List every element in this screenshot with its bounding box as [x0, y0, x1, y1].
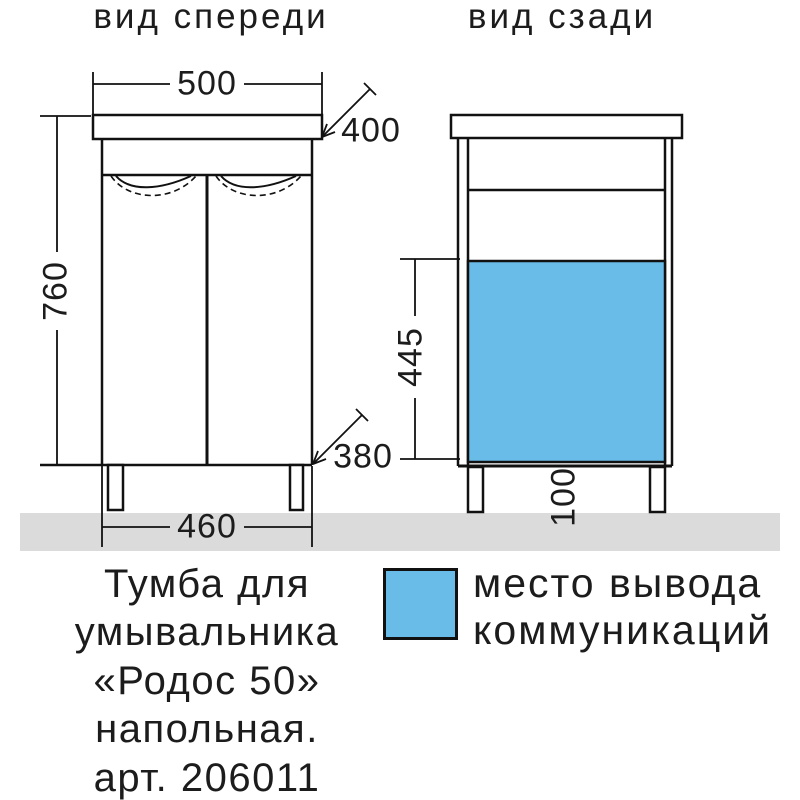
front-countertop: [91, 113, 324, 141]
dimension-bottom-depth-label: 380: [333, 437, 393, 476]
back-view-heading: вид сзади: [467, 0, 657, 36]
dimension-height-label: 760: [36, 261, 75, 321]
dimension-top-width-label: 500: [177, 64, 237, 103]
dimension-depth-label: 400: [341, 111, 401, 150]
front-view-heading: вид спереди: [93, 0, 329, 36]
dimension-lines: [40, 72, 460, 547]
caption-line-4: напольная.: [95, 707, 319, 752]
left-door-handle-curve: [115, 175, 192, 189]
dimension-cutout-height-label: 445: [391, 327, 430, 387]
back-left-leg: [466, 465, 485, 514]
legend-label-line2: коммуникаций: [473, 607, 773, 653]
front-left-leg: [106, 463, 125, 512]
legend-swatch: [383, 568, 458, 640]
right-door-handle-curve: [220, 175, 297, 189]
legend-label-line1: место вывода: [473, 560, 763, 606]
right-door-handle-dashed-curve: [215, 175, 302, 197]
caption-line-2: умывальника: [74, 610, 340, 655]
back-right-leg: [648, 465, 667, 514]
front-right-leg: [288, 463, 305, 512]
floor-strip: [20, 513, 780, 551]
communications-zone: [466, 259, 667, 464]
caption-line-5: арт. 206011: [93, 755, 321, 800]
legend-label: место вывода коммуникаций: [473, 560, 772, 654]
dimension-bottom-width-label: 460: [177, 507, 237, 546]
dimension-leg-height-label: 100: [544, 467, 583, 527]
caption-line-3: «Родос 50»: [93, 658, 321, 703]
product-caption: Тумба для умывальника «Родос 50» напольн…: [75, 560, 340, 800]
back-view-drawing: [449, 113, 684, 514]
caption-line-1: Тумба для: [104, 562, 310, 606]
back-countertop: [449, 113, 684, 140]
left-door-handle-dashed-curve: [110, 175, 197, 197]
front-view-drawing: [40, 113, 324, 512]
